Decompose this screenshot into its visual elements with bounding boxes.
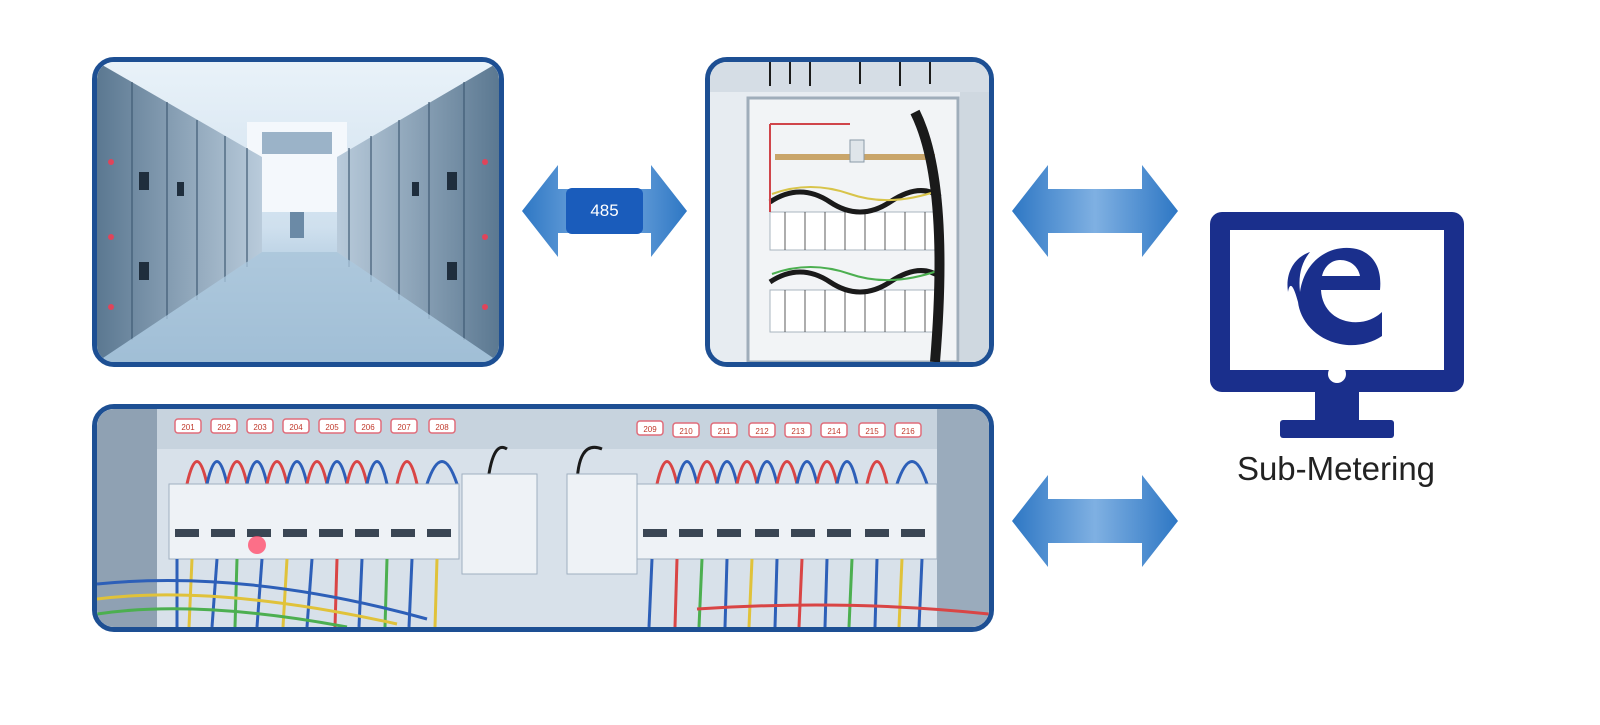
panel-tag: 205 [325,423,339,432]
panel-tag: 204 [289,423,303,432]
panel-tag: 206 [361,423,375,432]
panel-tag: 207 [397,423,411,432]
panel-tag: 215 [865,427,879,436]
panel-tag: 211 [718,427,731,436]
meter-panel-photo: 201 202 203 204 205 206 207 208 209 210 … [92,404,994,632]
panel-tag: 214 [827,427,841,436]
panel-tag: 216 [901,427,915,436]
panel-tag: 208 [435,423,449,432]
panel-tag: 209 [643,425,657,434]
rs485-badge: 485 [566,188,643,234]
monitor-icon [1210,212,1464,438]
panel-to-system-arrow [1012,475,1178,567]
switchgear-room-photo [92,57,504,367]
panel-tag: 201 [181,423,195,432]
panel-tag: 203 [253,423,267,432]
panel-tag: 210 [679,427,693,436]
sub-metering-label: Sub-Metering [1236,450,1436,487]
cabinet-to-system-arrow [1012,165,1178,257]
panel-tag: 202 [217,423,231,432]
meter-cabinet-photo [705,57,994,367]
edge-browser-icon [1287,247,1382,346]
panel-tag: 213 [791,427,805,436]
panel-tag: 212 [755,427,769,436]
